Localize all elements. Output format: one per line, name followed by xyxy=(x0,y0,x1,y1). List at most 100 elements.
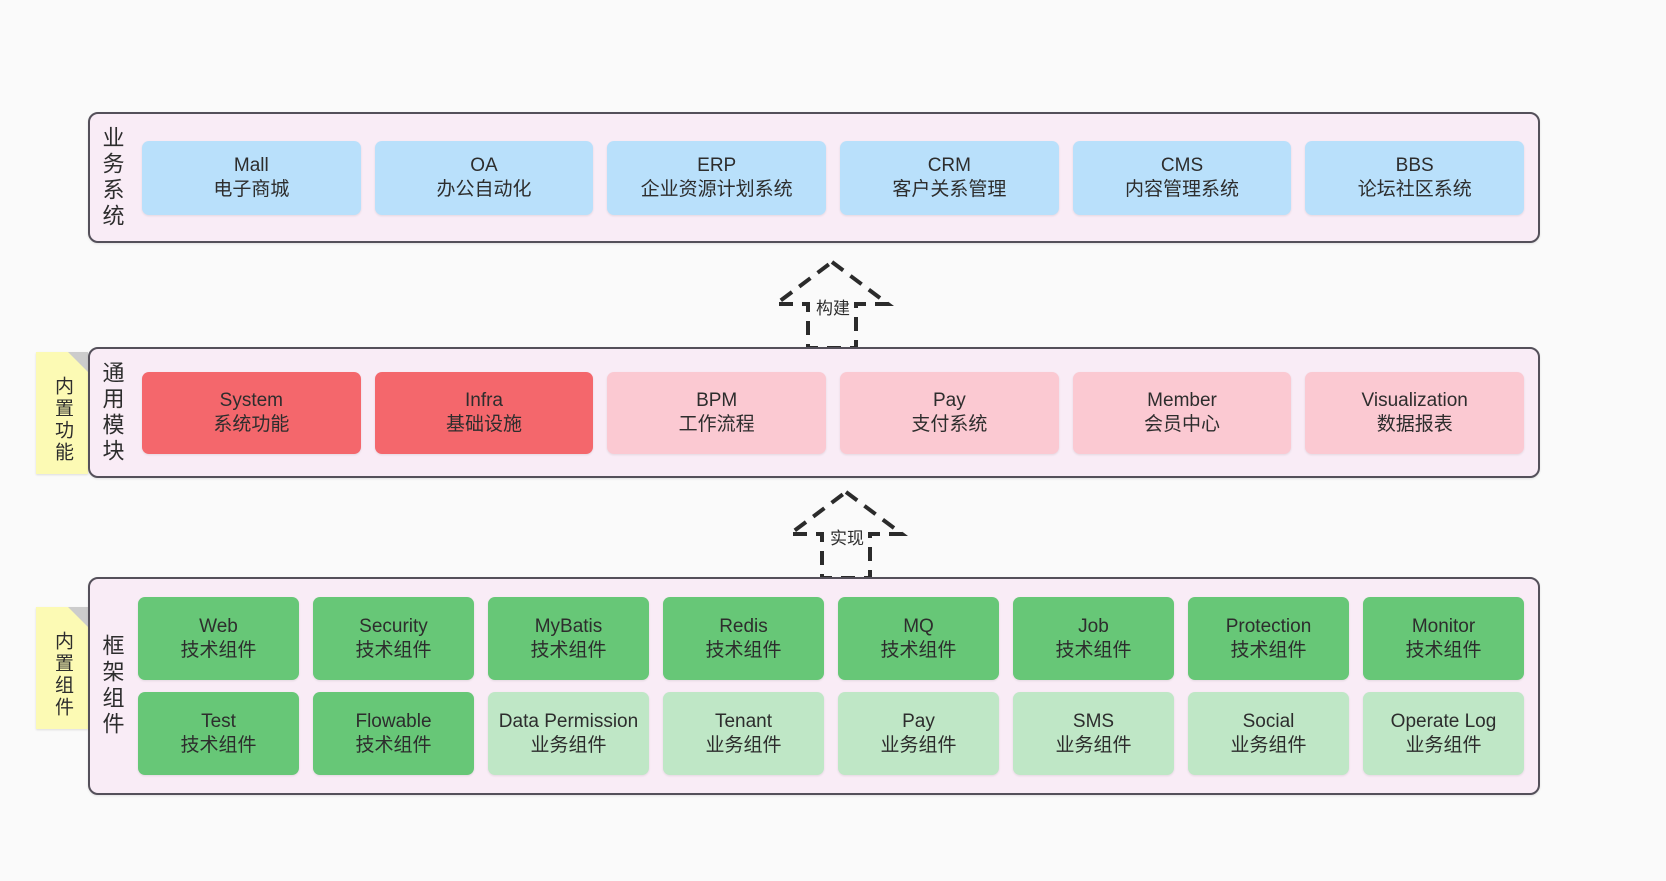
card-title: OA xyxy=(470,155,498,177)
business-card-list: Mall 电子商城 OA 办公自动化 ERP 企业资源计划系统 CRM 客户关系… xyxy=(134,114,1538,241)
card-title: Flowable xyxy=(355,711,432,733)
card-web[interactable]: Web 技术组件 xyxy=(138,597,299,680)
card-subtitle: 技术组件 xyxy=(180,734,257,756)
card-bpm[interactable]: BPM 工作流程 xyxy=(607,371,827,454)
card-title: Job xyxy=(1078,616,1109,638)
card-title: CMS xyxy=(1160,155,1204,177)
card-title: CRM xyxy=(927,155,971,177)
card-title: Pay xyxy=(902,711,935,733)
card-title: ERP xyxy=(697,155,737,177)
layer-business-label-text: 业务系统 xyxy=(99,125,125,230)
connector-implement-label: 实现 xyxy=(828,524,866,549)
card-tenant[interactable]: Tenant 业务组件 xyxy=(663,692,824,775)
layer-framework-label: 框架组件 xyxy=(90,579,134,793)
card-title: Infra xyxy=(464,390,504,412)
card-subtitle: 系统功能 xyxy=(213,413,290,435)
card-title: System xyxy=(219,390,284,412)
card-test[interactable]: Test 技术组件 xyxy=(138,692,299,775)
card-subtitle: 企业资源计划系统 xyxy=(640,178,793,200)
note-builtin-component[interactable]: 内置组件 xyxy=(36,607,88,729)
card-subtitle: 业务组件 xyxy=(530,734,607,756)
card-subtitle: 业务组件 xyxy=(1405,734,1482,756)
card-title: Member xyxy=(1147,390,1217,412)
card-subtitle: 内容管理系统 xyxy=(1125,178,1240,200)
card-subtitle: 技术组件 xyxy=(180,639,257,661)
card-subtitle: 业务组件 xyxy=(1230,734,1307,756)
card-mall[interactable]: Mall 电子商城 xyxy=(142,140,361,215)
card-cms[interactable]: CMS 内容管理系统 xyxy=(1072,140,1292,215)
card-subtitle: 数据报表 xyxy=(1376,413,1453,435)
page-fold-icon xyxy=(68,607,88,627)
card-subtitle: 技术组件 xyxy=(1055,639,1132,661)
card-protection[interactable]: Protection 技术组件 xyxy=(1188,597,1349,680)
card-title: BBS xyxy=(1395,155,1434,177)
card-subtitle: 支付系统 xyxy=(911,413,988,435)
card-subtitle: 会员中心 xyxy=(1144,413,1221,435)
framework-card-grid: Web 技术组件 Security 技术组件 MyBatis 技术组件 Redi… xyxy=(134,579,1538,793)
card-subtitle: 技术组件 xyxy=(530,639,607,661)
card-title: Redis xyxy=(719,616,768,638)
framework-row-tech: Web 技术组件 Security 技术组件 MyBatis 技术组件 Redi… xyxy=(138,597,1524,680)
card-infra[interactable]: Infra 基础设施 xyxy=(374,371,594,454)
card-erp[interactable]: ERP 企业资源计划系统 xyxy=(607,140,827,215)
common-card-list: System 系统功能 Infra 基础设施 BPM 工作流程 Pay 支付系统… xyxy=(134,349,1538,476)
card-mq[interactable]: MQ 技术组件 xyxy=(838,597,999,680)
card-social[interactable]: Social 业务组件 xyxy=(1188,692,1349,775)
card-title: Test xyxy=(201,711,236,733)
card-job[interactable]: Job 技术组件 xyxy=(1013,597,1174,680)
card-operate-log[interactable]: Operate Log 业务组件 xyxy=(1363,692,1524,775)
card-redis[interactable]: Redis 技术组件 xyxy=(663,597,824,680)
card-oa[interactable]: OA 办公自动化 xyxy=(374,140,594,215)
card-visualization[interactable]: Visualization 数据报表 xyxy=(1305,371,1525,454)
card-subtitle: 办公自动化 xyxy=(436,178,532,200)
card-bbs[interactable]: BBS 论坛社区系统 xyxy=(1305,140,1525,215)
card-title: Pay xyxy=(932,390,966,412)
card-title: Operate Log xyxy=(1390,711,1497,733)
card-subtitle: 基础设施 xyxy=(446,413,523,435)
card-pay-component[interactable]: Pay 业务组件 xyxy=(838,692,999,775)
card-security[interactable]: Security 技术组件 xyxy=(313,597,474,680)
card-subtitle: 客户关系管理 xyxy=(892,178,1007,200)
card-subtitle: 技术组件 xyxy=(705,639,782,661)
card-sms[interactable]: SMS 业务组件 xyxy=(1013,692,1174,775)
note-builtin-function[interactable]: 内置功能 xyxy=(36,352,88,474)
layer-business-label: 业务系统 xyxy=(90,114,134,241)
card-subtitle: 技术组件 xyxy=(1230,639,1307,661)
connector-build[interactable]: 构建 xyxy=(752,258,912,350)
card-subtitle: 技术组件 xyxy=(880,639,957,661)
card-pay-module[interactable]: Pay 支付系统 xyxy=(840,371,1059,454)
card-title: Protection xyxy=(1225,616,1312,638)
card-title: Social xyxy=(1242,711,1295,733)
card-title: Visualization xyxy=(1361,390,1468,412)
connector-build-label: 构建 xyxy=(814,294,852,319)
connector-implement[interactable]: 实现 xyxy=(766,488,926,580)
note-builtin-component-text: 内置组件 xyxy=(51,631,73,719)
card-title: Web xyxy=(199,616,238,638)
card-subtitle: 业务组件 xyxy=(705,734,782,756)
card-title: MyBatis xyxy=(534,616,603,638)
card-title: BPM xyxy=(696,390,738,412)
layer-common-modules[interactable]: 通用模块 System 系统功能 Infra 基础设施 BPM 工作流程 Pay… xyxy=(88,347,1540,478)
card-subtitle: 技术组件 xyxy=(355,734,432,756)
card-subtitle: 业务组件 xyxy=(880,734,957,756)
layer-framework-components[interactable]: 框架组件 Web 技术组件 Security 技术组件 MyBatis 技术组件… xyxy=(88,577,1540,795)
card-data-permission[interactable]: Data Permission 业务组件 xyxy=(488,692,649,775)
card-system[interactable]: System 系统功能 xyxy=(142,371,361,454)
layer-business-systems[interactable]: 业务系统 Mall 电子商城 OA 办公自动化 ERP 企业资源计划系统 CRM… xyxy=(88,112,1540,243)
card-crm[interactable]: CRM 客户关系管理 xyxy=(840,140,1059,215)
card-monitor[interactable]: Monitor 技术组件 xyxy=(1363,597,1524,680)
layer-common-label-text: 通用模块 xyxy=(99,360,125,465)
card-subtitle: 电子商城 xyxy=(213,178,290,200)
card-mybatis[interactable]: MyBatis 技术组件 xyxy=(488,597,649,680)
card-flowable[interactable]: Flowable 技术组件 xyxy=(313,692,474,775)
card-subtitle: 论坛社区系统 xyxy=(1357,178,1472,200)
card-subtitle: 业务组件 xyxy=(1055,734,1132,756)
card-title: Monitor xyxy=(1411,616,1476,638)
card-member[interactable]: Member 会员中心 xyxy=(1072,371,1292,454)
note-builtin-function-text: 内置功能 xyxy=(51,376,73,464)
layer-common-label: 通用模块 xyxy=(90,349,134,476)
card-subtitle: 技术组件 xyxy=(1405,639,1482,661)
card-title: Tenant xyxy=(714,711,773,733)
card-title: Security xyxy=(359,616,428,638)
